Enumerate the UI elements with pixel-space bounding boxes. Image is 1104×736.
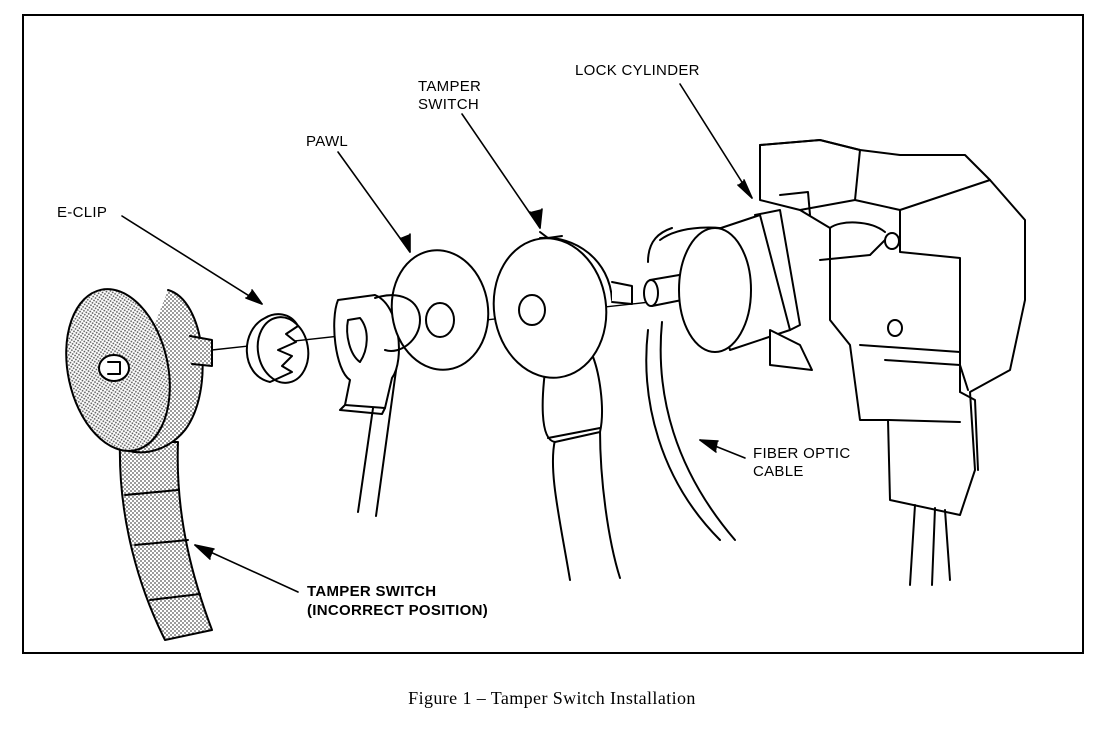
leader-lines [121,83,753,593]
leader-pawl [337,151,411,253]
leader-tamper-switch [461,113,541,229]
label-tamper-switch-incorrect-line2: (INCORRECT POSITION) [307,602,488,619]
label-e-clip: E-CLIP [57,204,108,221]
tamper-switch-incorrect [65,288,213,641]
label-fiber-optic-line2: CABLE [753,463,804,480]
e-clip [245,313,310,384]
label-lock-cylinder: LOCK CYLINDER [575,62,700,79]
label-tamper-switch-line2: SWITCH [418,96,479,113]
pawl [333,249,490,517]
leader-e-clip [121,215,263,305]
figure-caption: Figure 1 – Tamper Switch Installation [408,688,696,708]
label-tamper-switch-line1: TAMPER [418,78,482,95]
tamper-switch [492,231,633,581]
label-pawl: PAWL [306,133,349,150]
leader-lock-cylinder [679,83,753,199]
label-fiber-optic-line1: FIBER OPTIC [753,445,851,462]
lock-cylinder-housing [643,139,1026,586]
label-tamper-switch-incorrect-line1: TAMPER SWITCH [307,583,437,600]
